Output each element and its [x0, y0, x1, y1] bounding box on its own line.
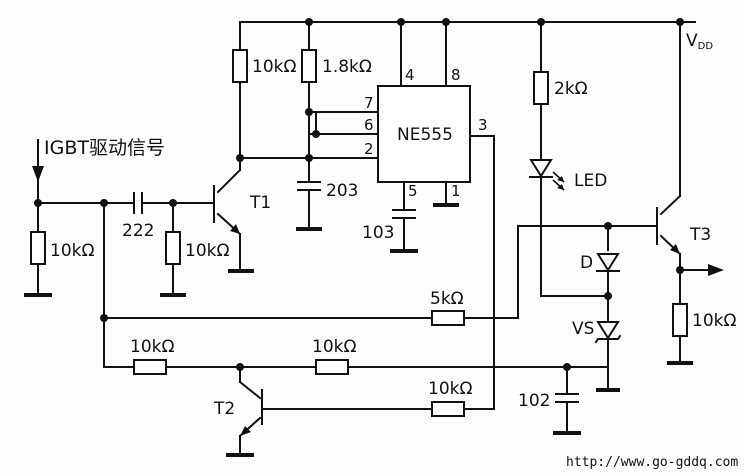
- led-branch: [529, 21, 609, 297]
- r-bottom-left-label: 10kΩ: [130, 337, 174, 357]
- watermark-url: http://www.go-gddq.com: [566, 455, 738, 470]
- transistor-t2: [226, 366, 495, 457]
- ne555-label: NE555: [397, 125, 453, 145]
- t1-label: T1: [249, 193, 271, 213]
- r-5k-label: 5kΩ: [430, 289, 464, 309]
- c-222-label: 222: [122, 221, 154, 241]
- junction-dots: [34, 18, 684, 371]
- resistor-1k8: [301, 21, 317, 181]
- r-input-label: 10kΩ: [50, 241, 94, 261]
- led-label: LED: [574, 171, 607, 191]
- pin-3-label: 3: [478, 116, 488, 134]
- r-t1-collector-label: 10kΩ: [252, 57, 296, 77]
- resistor-t1-collector: [232, 49, 248, 159]
- r-1k8-label: 1.8kΩ: [322, 57, 372, 77]
- pin-7-label: 7: [364, 94, 374, 112]
- pin-2-label: 2: [364, 140, 374, 158]
- pin-5-label: 5: [408, 182, 418, 200]
- input-section: [24, 139, 215, 368]
- vdd-rail: [239, 21, 696, 51]
- transistor-t1: [213, 157, 254, 273]
- c-102-label: 102: [518, 391, 550, 411]
- pin-1-label: 1: [451, 182, 461, 200]
- r-bottom-mid-label: 10kΩ: [312, 337, 356, 357]
- transistor-t3: [656, 21, 724, 365]
- r-t1-base-label: 10kΩ: [185, 241, 229, 261]
- diode-d-label: D: [580, 253, 593, 273]
- zener-vs-label: VS: [572, 319, 594, 339]
- t2-label: T2: [213, 399, 235, 419]
- r-t3-emitter-label: 10kΩ: [692, 311, 736, 331]
- pin-4-label: 4: [405, 66, 415, 84]
- r-2k-label: 2kΩ: [554, 79, 588, 99]
- r-t2-label: 10kΩ: [428, 379, 472, 399]
- pin-6-label: 6: [364, 116, 374, 134]
- diode-zener-branch: [517, 225, 658, 392]
- vdd-label: VDD: [686, 31, 713, 52]
- resistor-5k: [103, 310, 519, 326]
- input-signal-label: IGBT驱动信号: [44, 137, 165, 159]
- capacitor-203: [296, 181, 322, 231]
- t3-label: T3: [689, 225, 711, 245]
- c-203-label: 203: [326, 181, 358, 201]
- pin-8-label: 8: [451, 66, 461, 84]
- c-103-label: 103: [362, 223, 394, 243]
